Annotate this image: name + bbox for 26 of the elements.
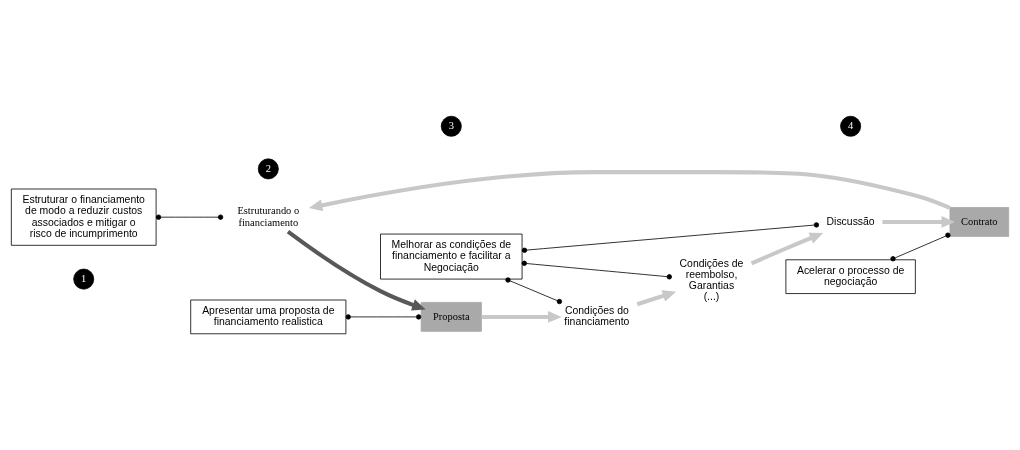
connector [521,222,820,253]
node-box: Acelerar o processo de negociação [785,259,916,294]
node-box: Proposta [420,302,482,332]
node-box: Melhorar as condições de financiamento e facilitar a Negociação [380,233,523,280]
node-circle: 1 [73,268,95,290]
arrow [636,290,677,307]
connector [890,232,951,262]
arrow [286,230,426,311]
node-text: Condições de reembolso, Garantias (...) [679,257,744,303]
node-box: Estruturar o financiamento de modo a reduzir custos associados e mitigar o risco de incumprimento [10,188,157,246]
node-text: Discussão [826,215,875,227]
node-circle: 2 [257,158,279,180]
connector [345,314,422,320]
connector [521,260,672,280]
arrow [308,170,951,212]
arrow [882,216,955,228]
node-text: Estruturando o financiamento [237,205,300,228]
arrow [481,311,562,323]
node-box: Apresentar uma proposta de financiamento realistica [190,299,347,335]
connector [155,214,224,220]
node-box: Contrato [949,207,1010,237]
connector [505,277,563,305]
node-circle: 4 [840,115,862,137]
node-circle: 3 [440,115,462,137]
arrow [750,232,824,266]
node-text: Condições do financiamento [564,305,630,328]
